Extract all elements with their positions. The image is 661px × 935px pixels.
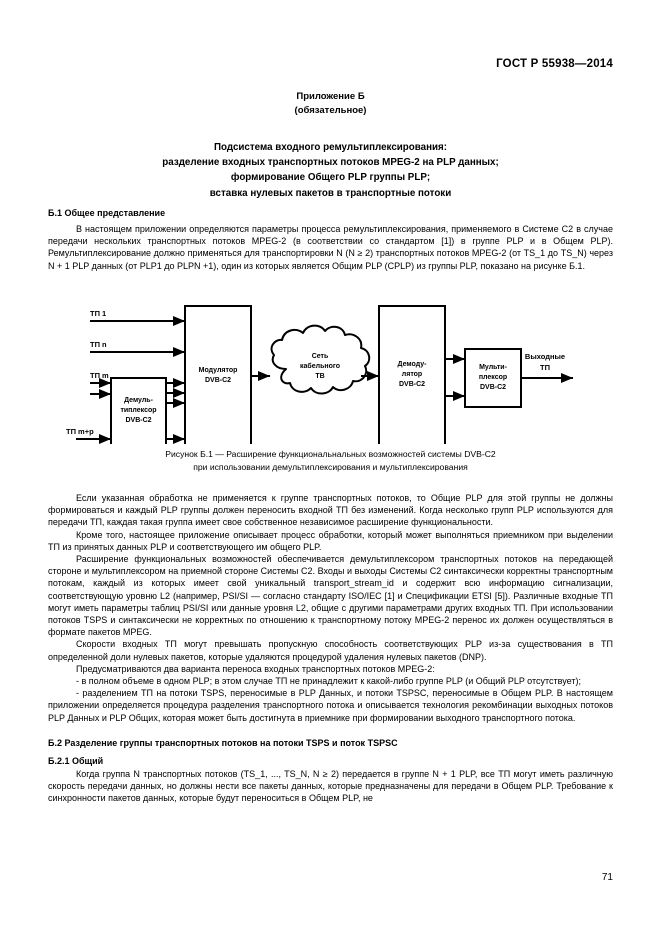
figure-input-arrows — [76, 316, 185, 444]
figure-output-label-line-1: Выходные — [525, 352, 565, 361]
figure-b1-caption: Рисунок Б.1 — Расширение функциональналь… — [0, 448, 661, 473]
paragraph-two-transfer-options: Предусматриваются два варианта переноса … — [76, 663, 435, 674]
svg-text:Сеть: Сеть — [312, 353, 329, 360]
figure-block-demodulator: Демоду- лятор DVB-C2 — [378, 305, 446, 444]
svg-text:DVB-C2: DVB-C2 — [125, 417, 151, 424]
section-b1-paragraph-1: В настоящем приложении определяются пара… — [48, 224, 613, 271]
figure-caption-line-1: Рисунок Б.1 — Расширение функциональналь… — [165, 449, 496, 459]
paragraph-if-processing-not-applied: Если указанная обработка не применяется … — [48, 493, 613, 528]
svg-text:типлексор: типлексор — [120, 407, 156, 414]
figure-output-label-line-2: ТП — [540, 363, 550, 372]
bullet-split-tsps-tspsc: - разделением ТП на потоки TSPS, перенос… — [48, 688, 613, 723]
figure-input-label-4: ТП m+p — [66, 427, 94, 436]
paragraph-functional-extension: Расширение функциональных возможностей о… — [48, 554, 613, 638]
page-number: 71 — [601, 872, 613, 883]
svg-text:Демуль-: Демуль- — [124, 397, 154, 404]
svg-text:плексор: плексор — [479, 374, 507, 381]
svg-text:Модулятор: Модулятор — [199, 367, 238, 374]
section-b1: Б.1 Общее представление В настоящем прил… — [48, 208, 613, 272]
section-b21-paragraph-1: Когда группа N транспортных потоков (TS_… — [48, 768, 613, 804]
figure-caption-line-2: при использовании демультиплексирования … — [193, 461, 468, 472]
standard-header: ГОСТ Р 55938—2014 — [496, 58, 613, 70]
figure-block-network: Сеть кабельного ТВ — [270, 324, 371, 395]
body-after-figure: Если указанная обработка не применяется … — [48, 492, 613, 804]
page-title-line-3: формирование Общего PLP группы PLP; — [230, 172, 431, 184]
section-b1-heading: Б.1 Общее представление — [48, 208, 166, 218]
svg-text:ТВ: ТВ — [315, 373, 324, 380]
section-b21-heading: Б.2.1 Общий — [48, 755, 104, 766]
svg-text:Демоду-: Демоду- — [398, 361, 428, 368]
svg-text:Мульти-: Мульти- — [479, 364, 507, 371]
figure-block-demux: Демуль- типлексор DVB-C2 — [110, 377, 167, 444]
figure-block-mux: Мульти- плексор DVB-C2 — [464, 348, 522, 408]
figure-demodulator-to-mux-arrows — [445, 354, 465, 401]
svg-text:DVB-C2: DVB-C2 — [480, 384, 506, 391]
figure-b1: Демуль- типлексор DVB-C2 Модулятор DVB-C… — [48, 296, 613, 444]
figure-input-label-2: ТП n — [90, 340, 107, 349]
svg-text:кабельного: кабельного — [300, 362, 340, 370]
figure-block-modulator: Модулятор DVB-C2 — [184, 305, 252, 444]
svg-text:DVB-C2: DVB-C2 — [205, 377, 231, 384]
section-b2-heading: Б.2 Разделение группы транспортных поток… — [48, 737, 398, 748]
figure-demux-to-modulator-arrows — [166, 378, 185, 444]
bullet-full-volume-single-plp: - в полном объеме в одном PLP; в этом сл… — [76, 676, 581, 687]
annex-label: Приложение Б — [296, 91, 365, 102]
page-title-line-1: Подсистема входного ремультиплексировани… — [213, 142, 448, 153]
annex-block: Приложение Б (обязательное) — [0, 90, 661, 118]
svg-text:DVB-C2: DVB-C2 — [399, 381, 425, 388]
figure-input-label-1: ТП 1 — [90, 309, 106, 318]
page-title-line-2: разделение входных транспортных потоков … — [162, 157, 499, 169]
paragraph-input-ts-rates: Скорости входных ТП могут превышать проп… — [48, 639, 613, 662]
page-title: Подсистема входного ремультиплексировани… — [0, 140, 661, 201]
annex-mandatory-note: (обязательное) — [294, 104, 367, 116]
figure-input-label-3: ТП m — [90, 371, 109, 380]
paragraph-receiver-processing: Кроме того, настоящее приложение описыва… — [48, 529, 613, 552]
svg-text:лятор: лятор — [402, 371, 422, 378]
page-title-line-4: вставка нулевых пакетов в транспортные п… — [209, 187, 452, 199]
